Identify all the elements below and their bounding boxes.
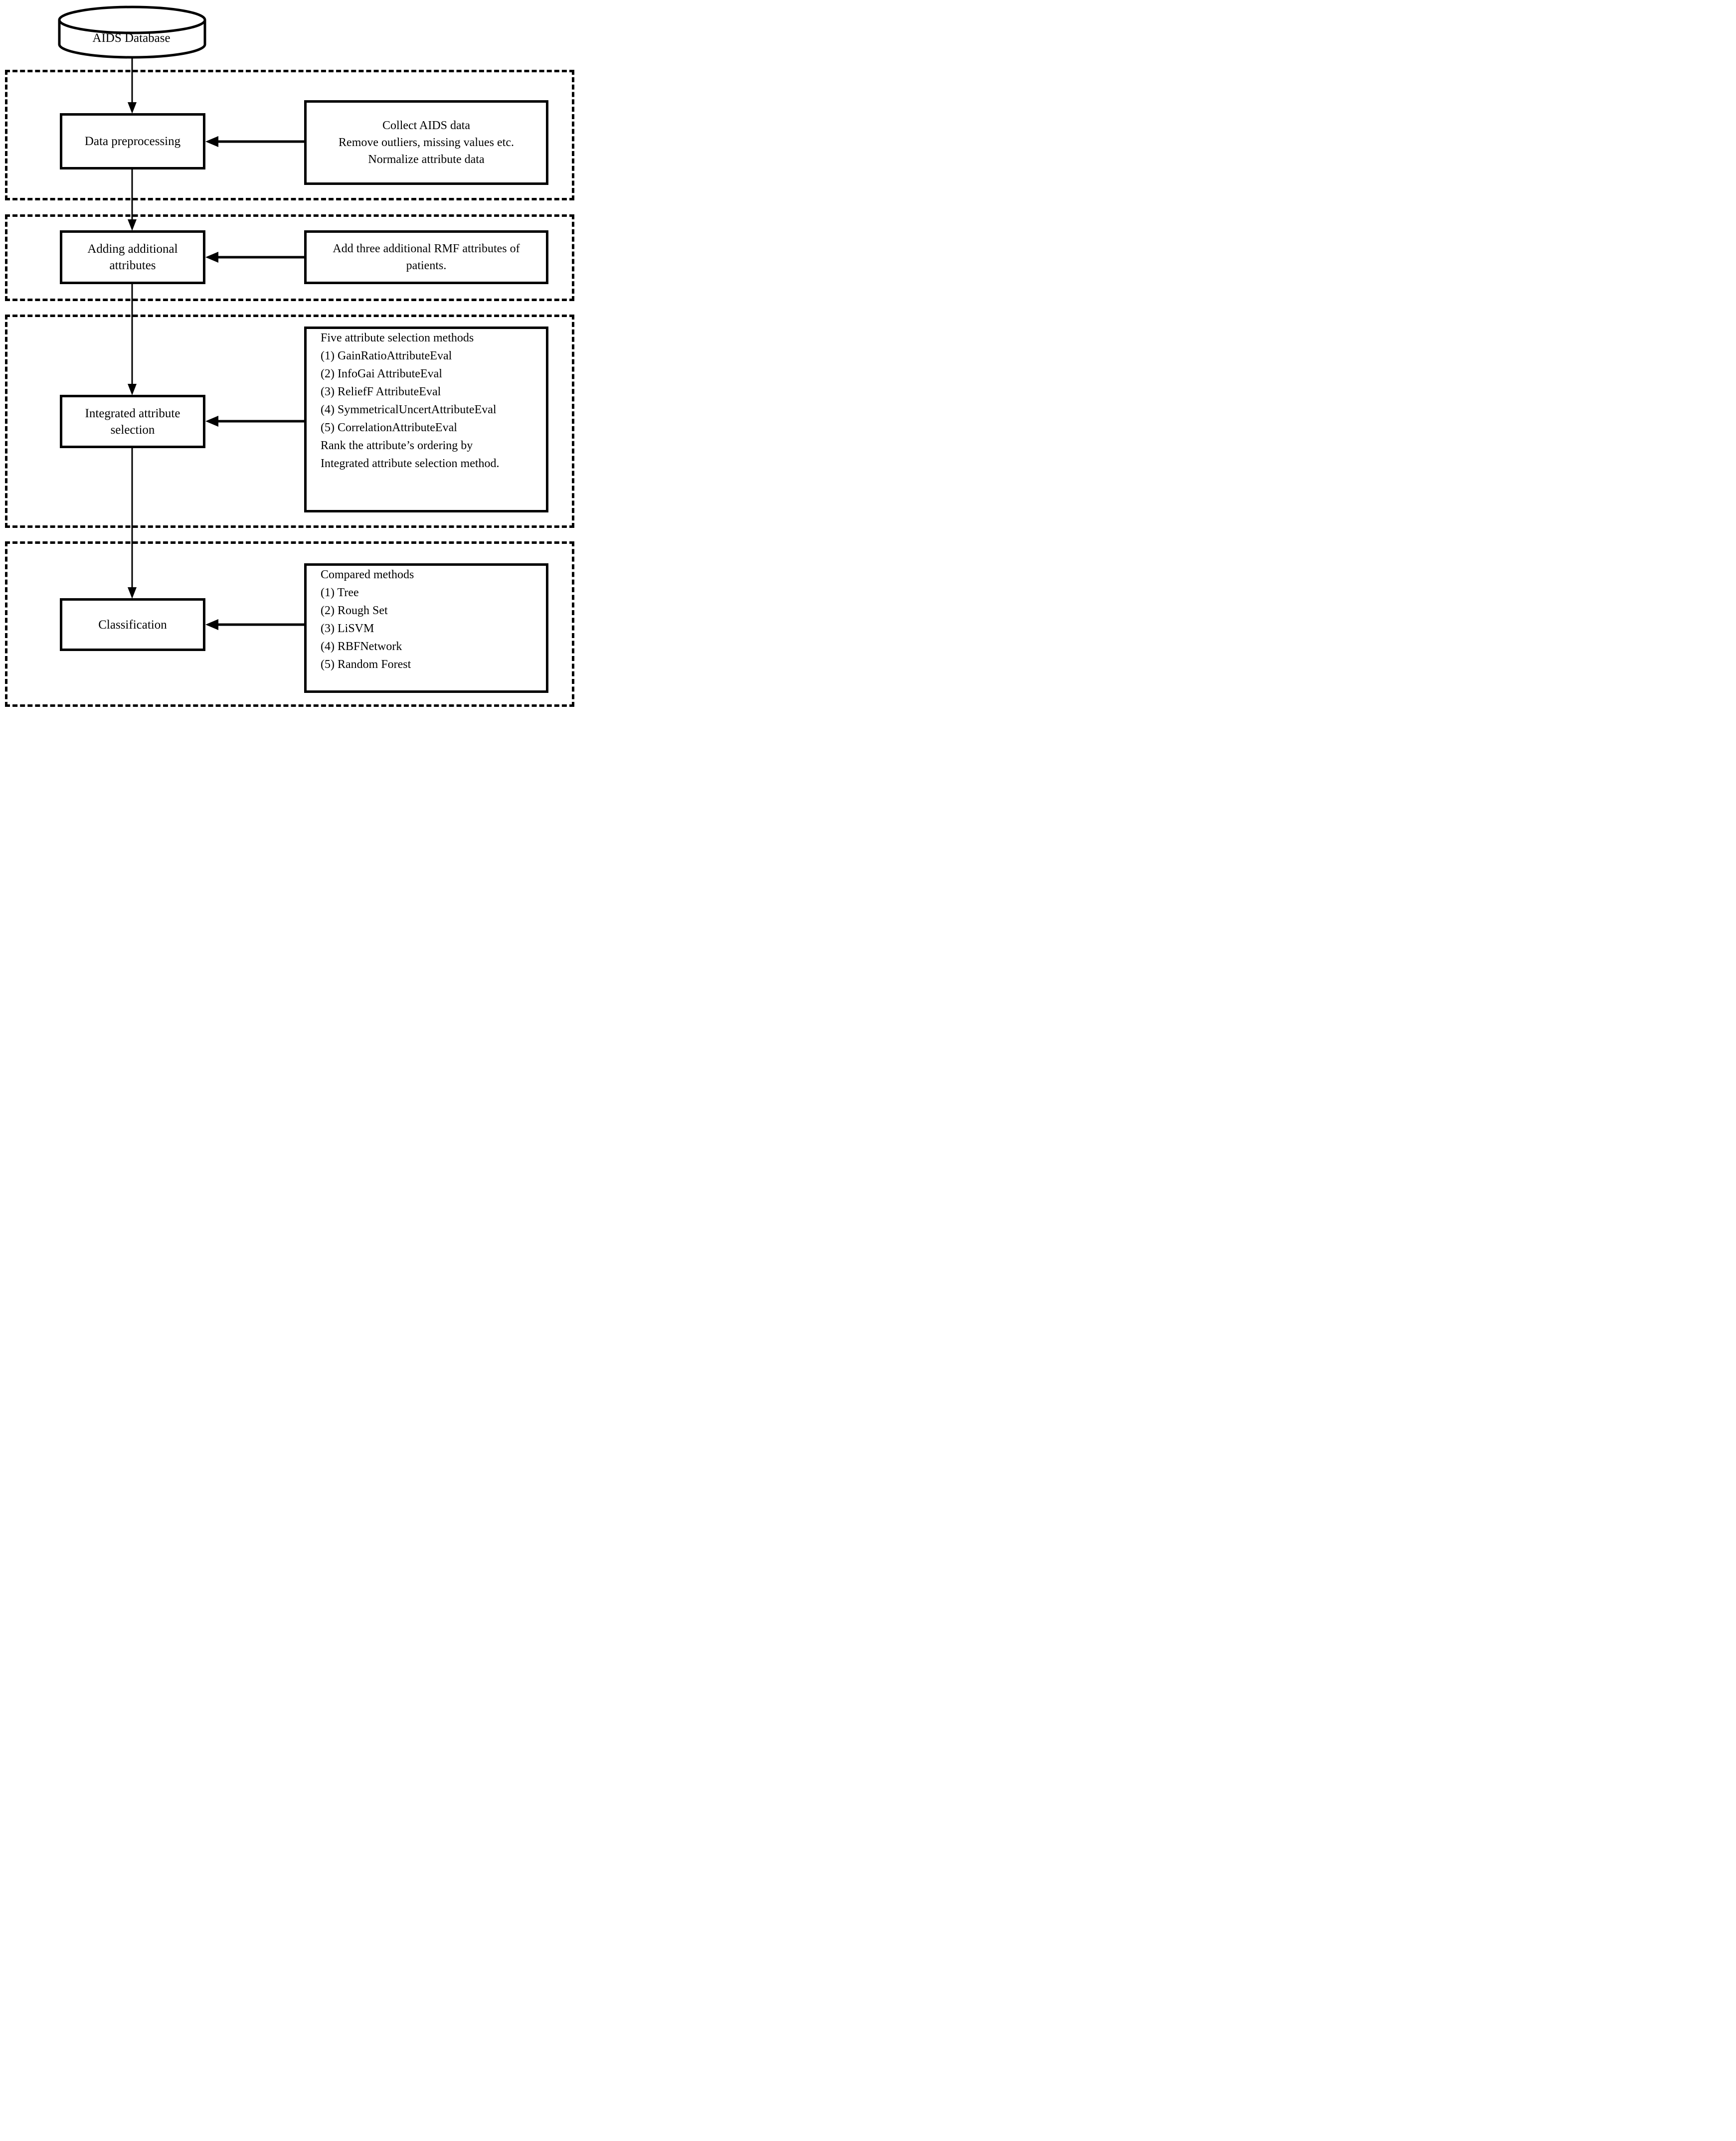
note-line: (2) InfoGai AttributeEval bbox=[321, 367, 442, 380]
phase-region-classification bbox=[5, 541, 574, 707]
step-label-data-preprocessing: Data preprocessing bbox=[84, 135, 181, 148]
note-line: (1) GainRatioAttributeEval bbox=[321, 349, 452, 362]
arrowhead-note3-to-box3 bbox=[205, 416, 218, 427]
arrowhead-adding-to-selection bbox=[128, 384, 137, 395]
step-label-classification: Classification bbox=[98, 618, 167, 632]
note-line: patients. bbox=[406, 259, 447, 272]
annotation-arrows bbox=[205, 136, 304, 630]
phase-region-attribute-selection bbox=[5, 315, 574, 528]
database-cylinder-top bbox=[58, 5, 206, 34]
step-box-classification: Classification bbox=[60, 598, 205, 651]
arrowhead-selection-to-classification bbox=[128, 587, 137, 599]
connector-layer bbox=[58, 5, 304, 630]
note-line: (1) Tree bbox=[321, 586, 359, 599]
arrowhead-note4-to-box4 bbox=[205, 619, 218, 630]
note-box-adding-attributes: Add three additional RMF attributes of pa… bbox=[304, 230, 548, 284]
note-line: (4) RBFNetwork bbox=[321, 640, 402, 653]
step-box-integrated-selection: Integrated attribute selection bbox=[60, 395, 205, 448]
arrowhead-note2-to-box2 bbox=[205, 252, 218, 263]
flowchart-canvas: AIDS Database Data preprocessing Adding … bbox=[0, 0, 579, 714]
arrowhead-note1-to-box1 bbox=[205, 136, 218, 147]
step-box-adding-attributes: Adding additional attributes bbox=[60, 230, 205, 284]
note-box-compared-methods: Compared methods (1) Tree (2) Rough Set (3)… bbox=[304, 563, 548, 693]
note-line: Normalize attribute data bbox=[368, 153, 485, 166]
database-label: AIDS Database bbox=[92, 31, 171, 45]
note-line: (5) CorrelationAttributeEval bbox=[321, 421, 457, 434]
note-box-attribute-selection: Five attribute selection methods (1) Gain… bbox=[304, 327, 548, 512]
database-cylinder-shape bbox=[58, 5, 206, 59]
phase-region-data-preprocessing bbox=[5, 70, 574, 200]
note-line: Rank the attribute’s ordering by bbox=[321, 439, 473, 452]
note-line: (3) LiSVM bbox=[321, 622, 374, 635]
phase-region-adding-attributes bbox=[5, 214, 574, 301]
note-line: Integrated attribute selection method. bbox=[321, 457, 500, 470]
note-line: Remove outliers, missing values etc. bbox=[339, 136, 514, 149]
arrowhead-db-to-preprocessing bbox=[128, 102, 137, 114]
step-box-data-preprocessing: Data preprocessing bbox=[60, 113, 205, 169]
note-line: Compared methods bbox=[321, 568, 414, 581]
step-label-integrated-selection: Integrated attribute selection bbox=[85, 406, 180, 437]
arrowhead-preprocessing-to-adding bbox=[128, 219, 137, 231]
note-line: (3) ReliefF AttributeEval bbox=[321, 385, 441, 398]
note-line: Five attribute selection methods bbox=[321, 331, 474, 344]
note-line: (5) Random Forest bbox=[321, 658, 411, 671]
note-line: Add three additional RMF attributes of bbox=[333, 242, 520, 255]
step-label-adding-attributes: Adding additional attributes bbox=[87, 242, 178, 272]
flow-arrows bbox=[128, 57, 137, 599]
note-line: (2) Rough Set bbox=[321, 604, 388, 617]
note-line: Collect AIDS data bbox=[382, 119, 470, 132]
note-line: (4) SymmetricalUncertAttributeEval bbox=[321, 403, 497, 416]
